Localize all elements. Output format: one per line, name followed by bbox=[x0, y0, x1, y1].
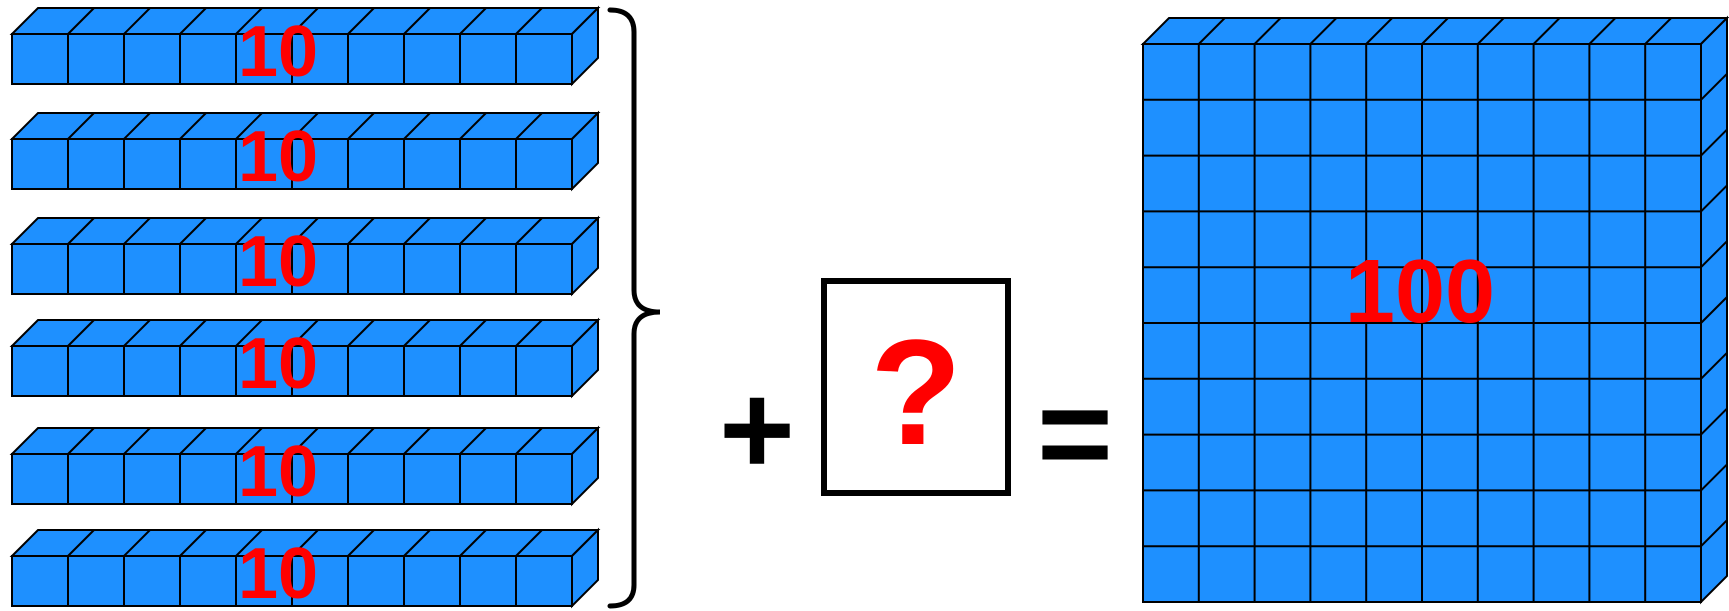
unit-divider-top bbox=[403, 529, 431, 557]
unit-divider-top bbox=[123, 217, 151, 245]
unit-divider-top bbox=[67, 217, 95, 245]
equals-sign: = bbox=[1037, 360, 1113, 506]
unit-divider-top bbox=[459, 427, 487, 455]
unit-divider-top bbox=[459, 529, 487, 557]
flat-side-divider bbox=[1700, 463, 1728, 492]
unit-divider-top bbox=[235, 427, 263, 455]
flat-side-divider bbox=[1700, 184, 1728, 213]
flat-top-divider bbox=[1365, 17, 1393, 45]
flat-side-divider bbox=[1700, 240, 1728, 268]
unit-divider-top bbox=[235, 112, 263, 140]
unit-divider-top bbox=[515, 529, 543, 557]
unit-divider-top bbox=[123, 319, 151, 347]
unit-divider-top bbox=[347, 319, 375, 347]
ten-rod: 10 bbox=[9, 317, 601, 404]
unit-divider-top bbox=[347, 112, 375, 140]
unit-divider-top bbox=[459, 217, 487, 245]
flat-label: 100 bbox=[1345, 242, 1495, 342]
unit-divider-top bbox=[459, 319, 487, 347]
unit-divider-top bbox=[179, 319, 207, 347]
unit-divider-top bbox=[67, 7, 95, 35]
unit-divider-top bbox=[347, 427, 375, 455]
unit-divider-top bbox=[403, 217, 431, 245]
flat-side-divider bbox=[1700, 73, 1728, 101]
unit-divider-top bbox=[515, 427, 543, 455]
unit-divider-top bbox=[179, 7, 207, 35]
unit-divider-top bbox=[291, 319, 319, 347]
unit-divider-top bbox=[403, 319, 431, 347]
unit-divider-top bbox=[515, 217, 543, 245]
rod-label: 10 bbox=[238, 117, 318, 197]
flat-side-divider bbox=[1700, 352, 1728, 380]
unit-divider-top bbox=[179, 529, 207, 557]
unit-divider-top bbox=[347, 529, 375, 557]
unit-divider-top bbox=[347, 217, 375, 245]
rod-label: 10 bbox=[238, 534, 318, 611]
curly-brace bbox=[607, 7, 661, 609]
flat-side-divider bbox=[1700, 128, 1728, 157]
unit-divider-top bbox=[347, 7, 375, 35]
ten-rod: 10 bbox=[9, 425, 601, 512]
plus-sign: + bbox=[719, 356, 795, 502]
unit-divider-top bbox=[235, 529, 263, 557]
flat-top-divider bbox=[1253, 17, 1282, 45]
unit-divider-top bbox=[235, 217, 263, 245]
unit-divider-top bbox=[123, 7, 151, 35]
flat-top-divider bbox=[1532, 17, 1561, 45]
unit-divider-top bbox=[235, 319, 263, 347]
flat-side-divider bbox=[1700, 296, 1728, 324]
unit-divider-top bbox=[67, 427, 95, 455]
rod-label: 10 bbox=[238, 432, 318, 512]
unit-divider-top bbox=[459, 112, 487, 140]
unit-divider-top bbox=[403, 112, 431, 140]
flat-top-divider bbox=[1198, 17, 1226, 45]
unit-divider-top bbox=[179, 427, 207, 455]
unit-divider-top bbox=[403, 7, 431, 35]
unit-divider-top bbox=[291, 529, 319, 557]
flat-side-divider bbox=[1700, 407, 1728, 436]
ten-rod: 10 bbox=[9, 110, 601, 197]
unit-divider-top bbox=[459, 7, 487, 35]
ten-rod: 10 bbox=[9, 5, 601, 92]
hundred-flat bbox=[1140, 15, 1729, 605]
rod-label: 10 bbox=[238, 222, 318, 302]
flat-side-divider bbox=[1700, 519, 1728, 547]
unit-divider-top bbox=[67, 112, 95, 140]
ten-rod: 10 bbox=[9, 527, 601, 611]
question-mark: ? bbox=[870, 308, 962, 476]
unit-divider-top bbox=[291, 7, 319, 35]
unit-divider-top bbox=[291, 112, 319, 140]
ten-rod: 10 bbox=[9, 215, 601, 302]
unit-divider-top bbox=[123, 529, 151, 557]
flat-top-divider bbox=[1644, 17, 1672, 45]
flat-top-divider bbox=[1421, 17, 1449, 45]
unit-divider-top bbox=[515, 7, 543, 35]
unit-divider-top bbox=[67, 529, 95, 557]
flat-top-divider bbox=[1588, 17, 1617, 45]
ten-rods-group: 10 10 10 10 10 10 bbox=[9, 5, 601, 611]
unknown-box bbox=[821, 278, 1011, 496]
unit-divider-top bbox=[515, 319, 543, 347]
unit-divider-top bbox=[179, 217, 207, 245]
unit-divider-top bbox=[291, 217, 319, 245]
flat-top-divider bbox=[1477, 17, 1505, 45]
rod-label: 10 bbox=[238, 324, 318, 404]
unit-divider-top bbox=[403, 427, 431, 455]
flat-top-divider bbox=[1309, 17, 1338, 45]
unit-divider-top bbox=[515, 112, 543, 140]
unit-divider-top bbox=[123, 427, 151, 455]
unit-divider-top bbox=[123, 112, 151, 140]
unit-divider-top bbox=[235, 7, 263, 35]
rod-label: 10 bbox=[238, 12, 318, 92]
unit-divider-top bbox=[67, 319, 95, 347]
unit-divider-top bbox=[179, 112, 207, 140]
unit-divider-top bbox=[291, 427, 319, 455]
